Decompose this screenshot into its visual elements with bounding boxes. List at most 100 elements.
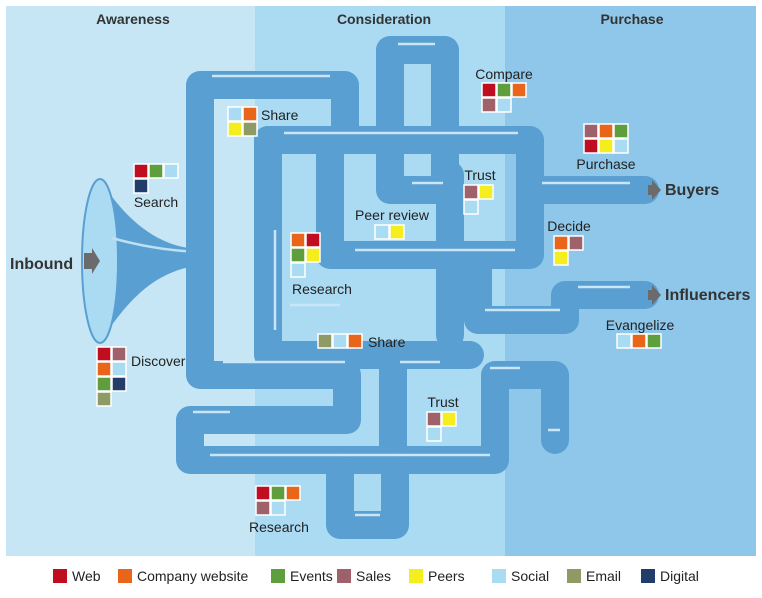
channel-tile-email [96, 391, 112, 407]
legend-label: Events [290, 568, 333, 584]
node-label: Discover [131, 353, 186, 369]
node-label: Purchase [576, 156, 635, 172]
node-label: Trust [427, 394, 458, 410]
node-label: Peer review [355, 207, 430, 223]
channel-tile-peers [441, 411, 457, 427]
node-share2: Share [317, 333, 406, 350]
channel-tile-social [227, 106, 243, 122]
phase-title-purchase: Purchase [600, 11, 663, 27]
channel-tile-sales [255, 500, 271, 516]
node-trust1: Trust [463, 167, 496, 215]
node-purchase: Purchase [576, 123, 636, 172]
channel-tile-social [616, 333, 632, 349]
influencers-label: Influencers [665, 287, 750, 304]
channel-tile-events [148, 163, 164, 179]
buyers-label: Buyers [665, 182, 719, 199]
legend-item-social: Social [492, 568, 549, 584]
channel-tile-email [317, 333, 333, 349]
channel-tile-social [290, 262, 306, 278]
channel-tile-peers [227, 121, 243, 137]
channel-tile-social [496, 97, 512, 113]
channel-tile-company-website [285, 485, 301, 501]
channel-tile-events [646, 333, 662, 349]
node-research1: Research [290, 232, 352, 297]
channel-tile-digital [133, 178, 149, 194]
channel-tile-social [270, 500, 286, 516]
legend-label: Digital [660, 568, 699, 584]
channel-tile-digital [111, 376, 127, 392]
node-decide: Decide [547, 218, 591, 266]
legend-label: Sales [356, 568, 391, 584]
legend-swatch [492, 569, 506, 583]
channel-tile-peers [389, 224, 405, 240]
legend-swatch [271, 569, 285, 583]
node-trust2: Trust [426, 394, 459, 442]
channel-tile-events [496, 82, 512, 98]
node-search: Search [133, 163, 179, 210]
legend-label: Web [72, 568, 101, 584]
legend-item-web: Web [53, 568, 101, 584]
legend-item-events: Events [271, 568, 333, 584]
path-highlights [193, 42, 630, 517]
channel-tile-sales [111, 346, 127, 362]
legend-item-company-website: Company website [118, 568, 248, 584]
channel-legend: Web Company website Events Sales Peers Social… [53, 568, 699, 584]
node-research2: Research [249, 485, 309, 535]
node-compare: Compare [475, 66, 533, 113]
channel-tile-sales [426, 411, 442, 427]
channel-tile-web [481, 82, 497, 98]
node-share1: Share [227, 106, 299, 137]
channel-tile-web [255, 485, 271, 501]
channel-tile-sales [568, 235, 584, 251]
legend-item-email: Email [567, 568, 621, 584]
channel-tile-sales [481, 97, 497, 113]
channel-tile-company-website [290, 232, 306, 248]
legend-item-sales: Sales [337, 568, 391, 584]
node-label: Search [134, 194, 178, 210]
legend-swatch [567, 569, 581, 583]
node-label: Research [292, 281, 352, 297]
channel-tile-social [613, 138, 629, 154]
legend-label: Company website [137, 568, 248, 584]
channel-tile-social [374, 224, 390, 240]
node-label: Share [368, 334, 406, 350]
channel-tile-company-website [631, 333, 647, 349]
legend-label: Peers [428, 568, 465, 584]
channel-tile-sales [583, 123, 599, 139]
channel-tile-company-website [598, 123, 614, 139]
channel-tile-peers [478, 184, 494, 200]
channel-tile-social [163, 163, 179, 179]
channel-tile-company-website [242, 106, 258, 122]
inbound-arrow-icon [84, 248, 100, 274]
channel-tile-peers [598, 138, 614, 154]
channel-tile-company-website [511, 82, 527, 98]
node-label: Decide [547, 218, 591, 234]
legend-label: Email [586, 568, 621, 584]
channel-tile-company-website [347, 333, 363, 349]
channel-tile-sales [463, 184, 479, 200]
legend-swatch [53, 569, 67, 583]
channel-tile-web [305, 232, 321, 248]
legend-label: Social [511, 568, 549, 584]
node-label: Compare [475, 66, 533, 82]
node-evangelize: Evangelize [606, 317, 674, 349]
channel-tile-social [111, 361, 127, 377]
channel-tile-email [242, 121, 258, 137]
channel-tile-social [463, 199, 479, 215]
channel-tile-company-website [553, 235, 569, 251]
channel-tile-web [583, 138, 599, 154]
legend-item-digital: Digital [641, 568, 699, 584]
channel-tile-peers [305, 247, 321, 263]
legend-item-peers: Peers [409, 568, 465, 584]
legend-swatch [409, 569, 423, 583]
channel-tile-events [270, 485, 286, 501]
channel-tile-web [133, 163, 149, 179]
channel-tile-company-website [96, 361, 112, 377]
channel-tile-web [96, 346, 112, 362]
influencers-arrow-icon [648, 285, 661, 305]
legend-swatch [337, 569, 351, 583]
node-discover: Discover [96, 346, 186, 407]
buyers-arrow-icon [648, 180, 661, 200]
legend-swatch [118, 569, 132, 583]
